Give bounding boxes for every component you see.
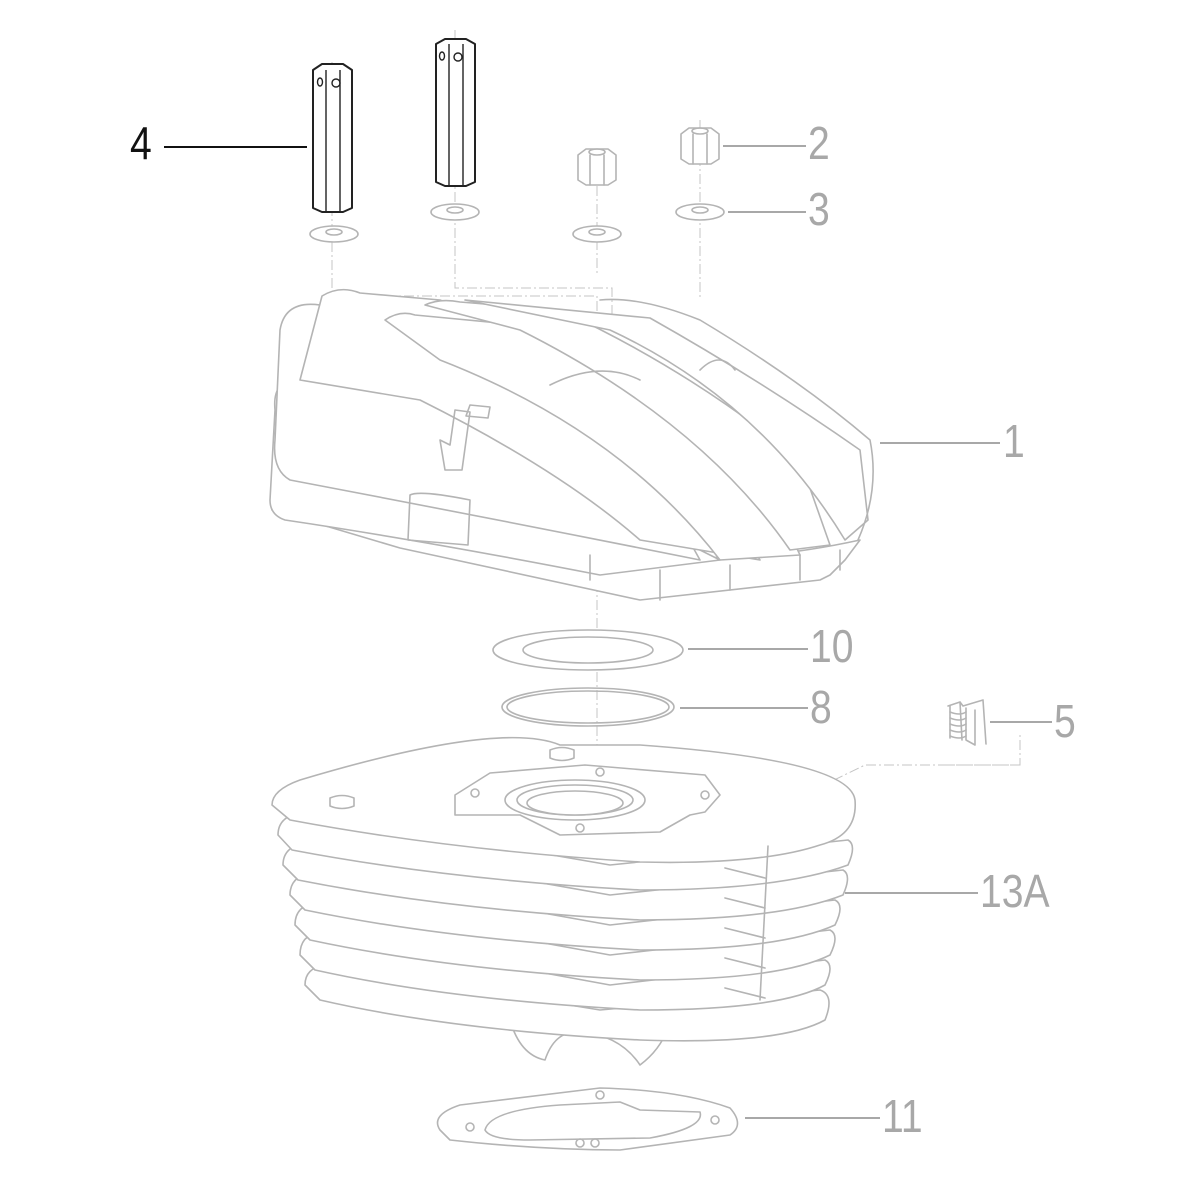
part-10-head-gasket[interactable] xyxy=(492,629,684,671)
washer-2 xyxy=(430,203,480,221)
callout-10[interactable]: 10 xyxy=(810,620,854,672)
callout-8[interactable]: 8 xyxy=(810,681,832,733)
callout-1[interactable]: 1 xyxy=(1003,415,1025,467)
callout-11[interactable]: 11 xyxy=(882,1090,923,1142)
callout-2[interactable]: 2 xyxy=(808,117,830,169)
part-4-stud-left[interactable] xyxy=(312,63,353,213)
washer-4 xyxy=(675,203,725,221)
leader-lines xyxy=(164,145,1052,1119)
nut-2 xyxy=(680,127,720,165)
callout-3[interactable]: 3 xyxy=(808,183,830,235)
callout-13A[interactable]: 13A xyxy=(980,865,1050,917)
callout-4[interactable]: 4 xyxy=(130,117,152,169)
washers xyxy=(309,203,725,243)
part-11-base-gasket[interactable] xyxy=(436,1087,739,1151)
nuts xyxy=(577,127,720,186)
part-1-cylinder-head[interactable] xyxy=(269,288,874,601)
part-5-spring-clip[interactable] xyxy=(947,699,987,746)
part-4-stud-right[interactable] xyxy=(435,38,476,187)
part-13A-cylinder[interactable] xyxy=(271,736,856,1066)
washer-1 xyxy=(309,225,359,243)
callout-5[interactable]: 5 xyxy=(1054,695,1076,747)
nut-1 xyxy=(577,148,617,186)
washer-3 xyxy=(572,225,622,243)
part-8-o-ring[interactable] xyxy=(501,687,675,727)
